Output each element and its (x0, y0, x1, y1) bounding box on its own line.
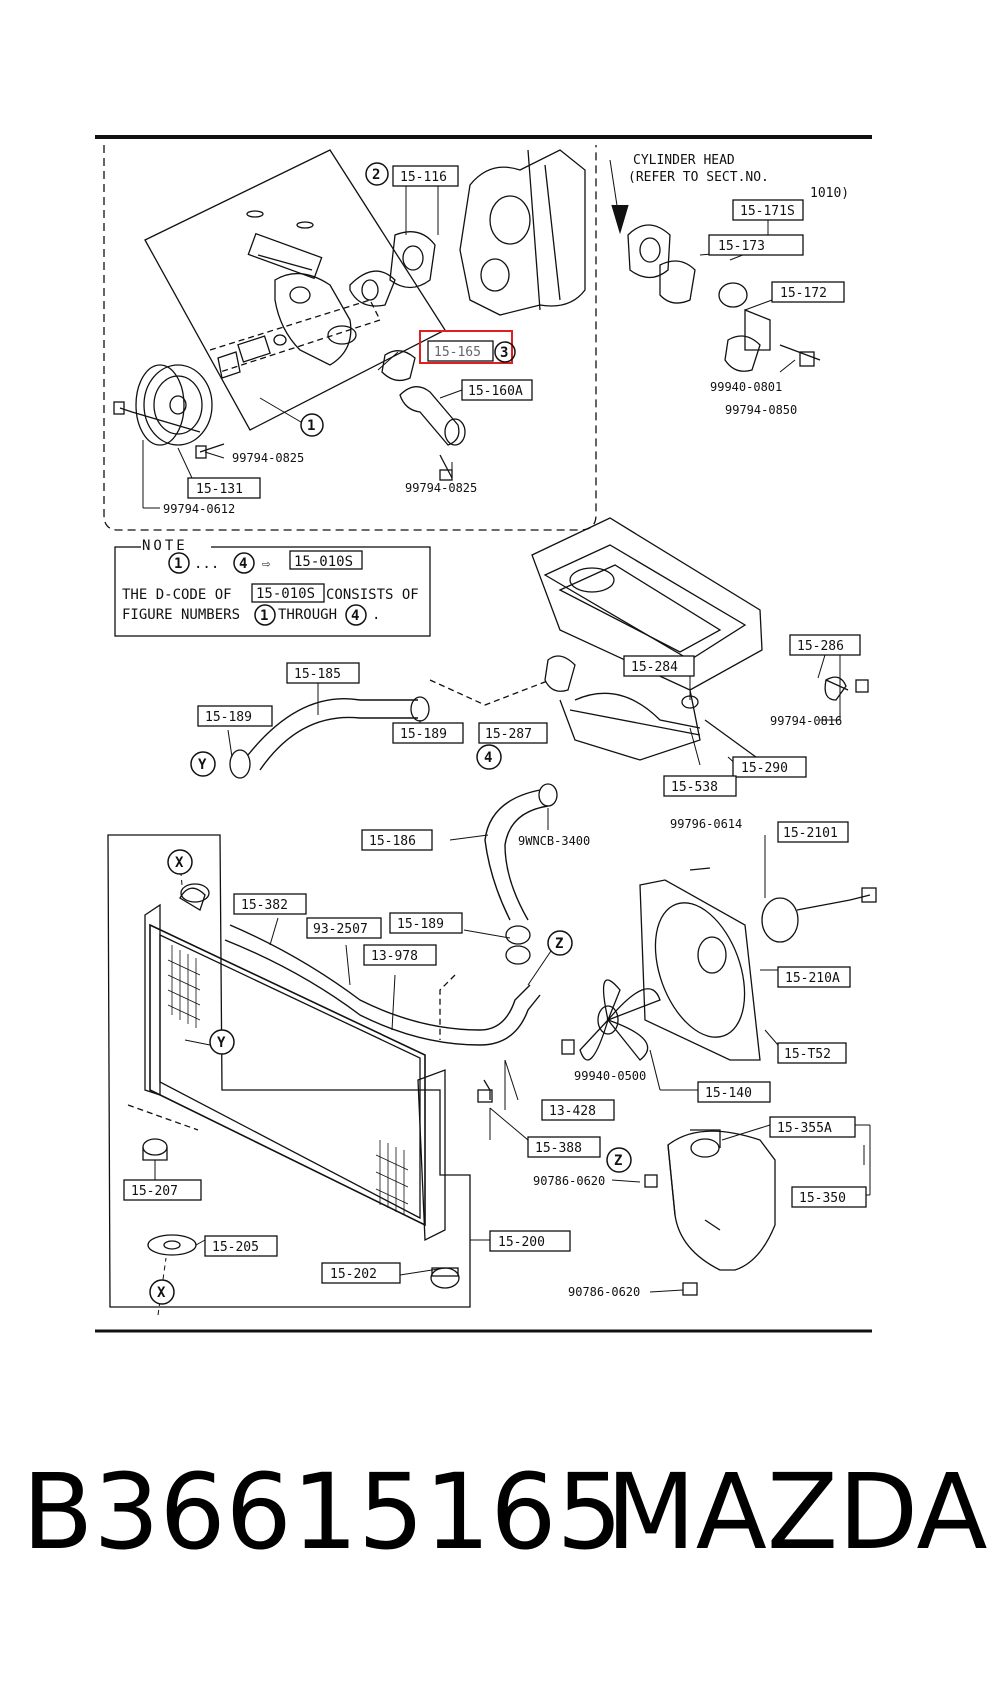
part-label-highlighted: 15-165 (434, 345, 481, 360)
part-label: 15-189 (397, 917, 444, 932)
bolt-number: 99794-0612 (163, 502, 235, 516)
callout-x-top: X (175, 855, 184, 871)
note-code-1: 15-010S (294, 554, 353, 570)
note-circ-4: 4 (239, 556, 247, 572)
part-label: 15-2101 (783, 826, 838, 841)
part-label: 15-185 (294, 667, 341, 682)
bolt-number: 90786-0620 (533, 1174, 605, 1188)
part-label: 15-286 (797, 639, 844, 654)
callout-2: 2 (372, 167, 380, 183)
part-label: 13-978 (371, 949, 418, 964)
bolt-number: 9WNCB-3400 (518, 834, 590, 848)
cylinder-head-line1: CYLINDER HEAD (633, 153, 735, 168)
part-label: 15-189 (205, 710, 252, 725)
callout-x-bottom: X (157, 1285, 166, 1301)
part-label: 15-160A (468, 384, 523, 399)
part-label: 13-428 (549, 1104, 596, 1119)
note-title: NOTE (142, 538, 188, 554)
part-label: 15-189 (400, 727, 447, 742)
part-label: 15-538 (671, 780, 718, 795)
callout-1: 1 (307, 418, 315, 434)
bolt-number: 99794-0816 (770, 714, 842, 728)
footer: B36615165 MAZDA (0, 1460, 992, 1600)
part-label: 15-186 (369, 834, 416, 849)
note-line3-a: FIGURE NUMBERS (122, 607, 240, 623)
note-line3-end: . (372, 607, 380, 623)
note-circ-1b: 1 (260, 608, 268, 624)
callout-z-hose: Z (555, 936, 563, 952)
cylinder-head-line2: (REFER TO SECT.NO. (628, 170, 769, 185)
part-label: 15-287 (485, 727, 532, 742)
brand-name: MAZDA (606, 1451, 988, 1573)
part-label: 15-284 (631, 660, 678, 675)
part-label: 15-205 (212, 1240, 259, 1255)
part-label: 15-210A (785, 971, 840, 986)
bolt-number: 99940-0801 (710, 380, 782, 394)
note-circ-1: 1 (174, 556, 182, 572)
note-ellipsis: ... (194, 556, 219, 572)
part-label: 15-T52 (784, 1047, 831, 1062)
part-label: 15-290 (741, 761, 788, 776)
bolt-number: 99794-0850 (725, 403, 797, 417)
cylinder-head-line3: 1010) (810, 186, 849, 201)
part-label: 15-140 (705, 1086, 752, 1101)
bolt-number: 99794-0825 (405, 481, 477, 495)
part-label: 15-355A (777, 1121, 832, 1136)
part-label: 15-200 (498, 1235, 545, 1250)
note-line2-b: CONSISTS OF (326, 587, 419, 603)
callout-y-radiator: Y (217, 1035, 226, 1051)
callout-3: 3 (500, 345, 508, 361)
note-arrow: ⇨ (262, 556, 271, 572)
part-label: 15-207 (131, 1184, 178, 1199)
bolt-number: 90786-0620 (568, 1285, 640, 1299)
part-label: 15-116 (400, 170, 447, 185)
note-circ-4b: 4 (351, 608, 359, 624)
part-label: 93-2507 (313, 922, 368, 937)
bolt-number: 99796-0614 (670, 817, 742, 831)
bolt-number: 99794-0825 (232, 451, 304, 465)
part-label: 15-350 (799, 1191, 846, 1206)
part-label: 15-131 (196, 482, 243, 497)
note-line2-a: THE D-CODE OF (122, 587, 232, 603)
note-line3-b: THROUGH (278, 607, 337, 623)
note-code-2: 15-010S (256, 586, 315, 602)
part-number: B36615165 (22, 1451, 623, 1573)
part-label: 15-388 (535, 1141, 582, 1156)
callout-z-tank: Z (614, 1153, 622, 1169)
part-label: 15-172 (780, 286, 827, 301)
bolt-number: 99940-0500 (574, 1069, 646, 1083)
callout-y-hose: Y (198, 757, 207, 773)
part-label: 15-171S (740, 204, 795, 219)
part-label: 15-173 (718, 239, 765, 254)
part-label: 15-202 (330, 1267, 377, 1282)
part-label: 15-382 (241, 898, 288, 913)
callout-4: 4 (484, 750, 492, 766)
